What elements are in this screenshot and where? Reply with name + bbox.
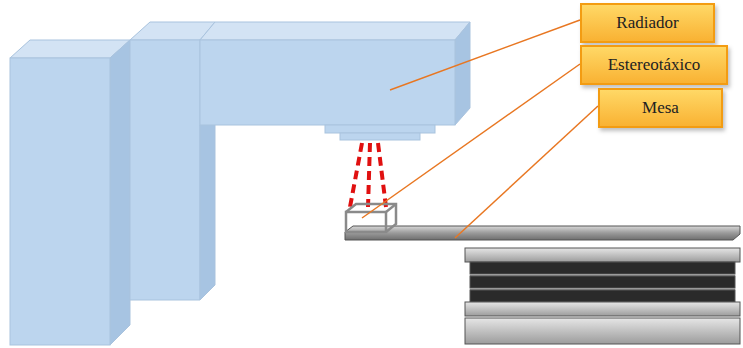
- callout-box: Estereotáxico: [580, 45, 728, 85]
- stereotactic-frame: [346, 204, 396, 232]
- callout-box: Radiador: [580, 3, 715, 43]
- gantry-stand: [10, 40, 130, 345]
- radiator-head: [200, 22, 470, 140]
- callout-label: Radiador: [616, 13, 678, 33]
- callout-label: Mesa: [642, 98, 679, 118]
- callout-box: Mesa: [598, 88, 723, 128]
- table: [345, 226, 740, 344]
- leader-lines: [362, 20, 598, 238]
- radiation-beam: [350, 143, 386, 207]
- callout-label: Estereotáxico: [608, 55, 701, 75]
